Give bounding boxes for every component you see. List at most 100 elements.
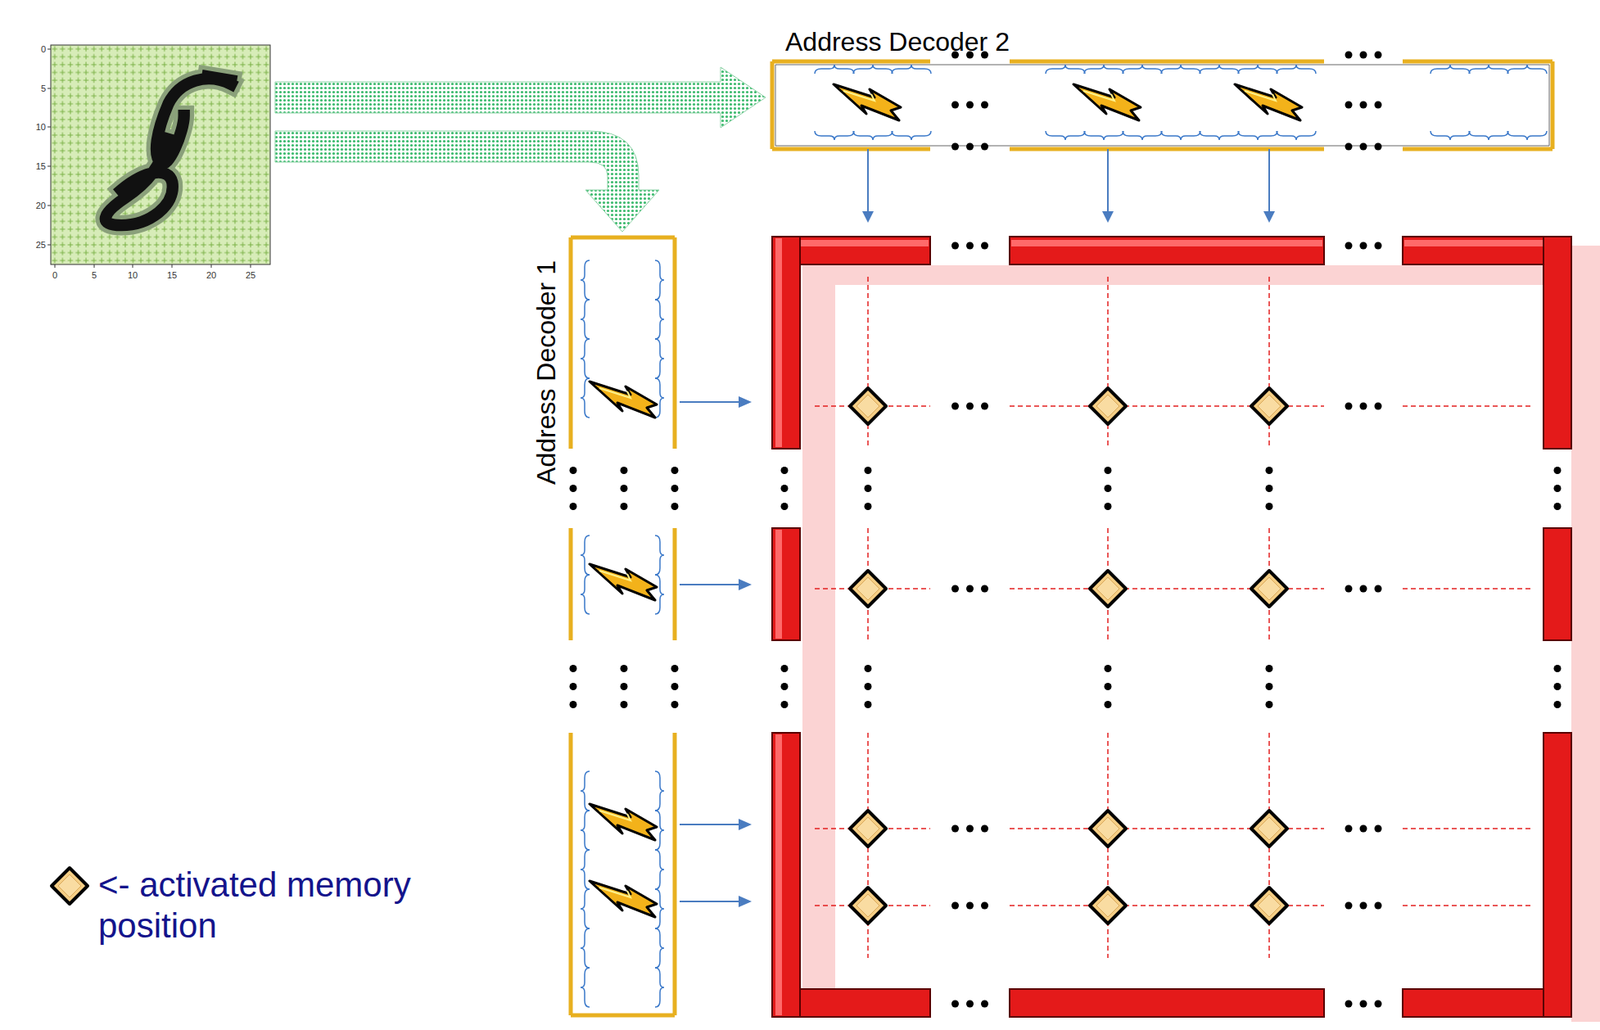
dot xyxy=(864,700,873,709)
dot xyxy=(671,466,679,475)
dot xyxy=(1554,466,1562,475)
dot xyxy=(1345,242,1353,250)
dot xyxy=(1104,466,1112,475)
axis-tick-label: 25 xyxy=(245,271,256,281)
frame-edge xyxy=(772,236,800,449)
bracket xyxy=(655,535,665,575)
activated-cell xyxy=(849,388,886,425)
activation-marks xyxy=(589,84,1302,924)
dot xyxy=(1374,1000,1383,1008)
bracket xyxy=(1084,131,1124,141)
bracket xyxy=(655,299,665,339)
frame-edge xyxy=(1543,528,1572,641)
dot xyxy=(966,902,974,910)
activated-cell xyxy=(1089,388,1126,425)
frame-highlight xyxy=(775,529,782,639)
dot xyxy=(966,101,974,109)
stroke xyxy=(570,732,675,1016)
activated-cell xyxy=(1089,810,1126,847)
activated-cell xyxy=(1251,570,1288,607)
dot xyxy=(569,664,578,673)
dot xyxy=(569,484,578,493)
frame-shadow xyxy=(802,245,1600,1022)
axis-tick-label: 20 xyxy=(206,271,217,281)
bracket xyxy=(655,889,665,929)
activated-cell xyxy=(1251,887,1288,924)
bracket xyxy=(1507,64,1547,74)
axis-tick-label: 25 xyxy=(36,240,46,250)
dot xyxy=(1345,585,1353,593)
activation-bolt xyxy=(589,381,657,418)
dot xyxy=(966,242,974,250)
axis-tick-label: 20 xyxy=(36,201,46,211)
bracket xyxy=(655,849,665,890)
bracket xyxy=(1430,64,1470,74)
bracket xyxy=(814,131,855,141)
dot xyxy=(864,502,873,511)
dot xyxy=(980,143,989,151)
select-line xyxy=(1268,149,1271,215)
bracket xyxy=(655,574,665,615)
memory-grid xyxy=(814,276,1532,959)
word-line xyxy=(1402,904,1532,907)
dot xyxy=(671,502,679,511)
dot xyxy=(1360,242,1368,250)
bracket xyxy=(580,260,590,300)
dot xyxy=(1554,664,1562,673)
frame-edge xyxy=(1009,236,1325,265)
stroke xyxy=(570,237,675,449)
bracket xyxy=(1238,131,1278,141)
ellipsis-dots xyxy=(569,51,1562,1008)
activation-bolt xyxy=(589,804,657,841)
select-line xyxy=(679,900,742,903)
frame-highlight xyxy=(775,734,782,1016)
dot xyxy=(781,664,789,673)
frame-highlight xyxy=(775,238,782,448)
dot xyxy=(1104,484,1112,493)
bracket xyxy=(580,574,590,615)
dot xyxy=(966,825,974,833)
dot xyxy=(569,502,578,511)
dot xyxy=(864,466,873,475)
stroke xyxy=(1009,61,1325,150)
dot xyxy=(864,484,873,493)
bracket xyxy=(580,378,590,418)
address-decoder: Address Decoder 2 xyxy=(772,61,1553,150)
arrow-head xyxy=(738,818,752,831)
dot xyxy=(1360,402,1368,411)
frame-edge xyxy=(1009,989,1325,1017)
dot xyxy=(1374,101,1383,109)
dot xyxy=(1345,143,1353,151)
dot xyxy=(951,101,959,109)
dot xyxy=(1360,825,1368,833)
dot xyxy=(1554,502,1562,511)
dot xyxy=(1374,402,1383,411)
activated-cell xyxy=(1251,388,1288,425)
dot xyxy=(781,700,789,709)
bracket xyxy=(655,771,665,811)
dot xyxy=(1345,902,1353,910)
memory-array xyxy=(772,236,1572,1017)
bracket xyxy=(580,535,590,575)
dot xyxy=(951,242,959,250)
dot xyxy=(1360,585,1368,593)
bracket xyxy=(891,131,932,141)
dot xyxy=(951,902,959,910)
dot xyxy=(1360,1000,1368,1008)
address-decoder: Address Decoder 1 xyxy=(569,237,677,1016)
activated-cell xyxy=(849,570,886,607)
dot xyxy=(1374,825,1383,833)
dot xyxy=(1345,101,1353,109)
axis-tick-label: 15 xyxy=(36,162,46,172)
bracket xyxy=(1430,131,1470,141)
legend-swatch xyxy=(51,867,88,904)
dot xyxy=(951,585,959,593)
stroke xyxy=(570,528,675,641)
dot xyxy=(1104,700,1112,709)
axis-tick-label: 5 xyxy=(91,271,97,281)
dot xyxy=(671,664,679,673)
frame-edge xyxy=(772,732,800,1017)
word-line xyxy=(1402,405,1532,407)
bracket xyxy=(580,889,590,929)
dot xyxy=(1360,51,1368,59)
